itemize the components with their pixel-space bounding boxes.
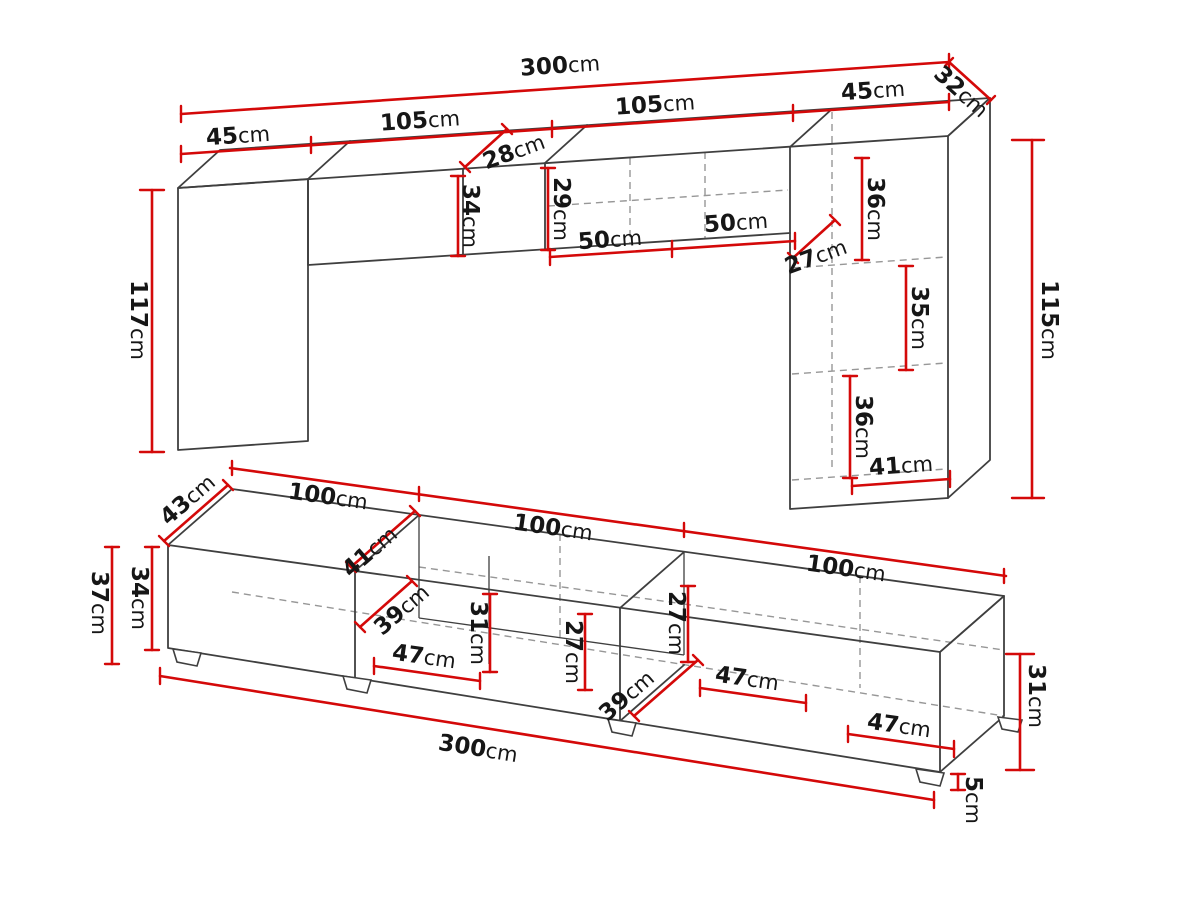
lower-unit-drawing [167,488,1024,787]
dim-label-right-cab-shelf-bottom: 36cm [850,395,876,459]
dim-label-lower-inner-width-1: 47cm [390,640,457,675]
dim-label-upper-row-height-mid: 29cm [548,177,574,241]
dim-label-lower-inner-height-3: 27cm [663,591,689,655]
dim-label-upper-shelf-width-left: 50cm [577,225,643,255]
dim-label-lower-inner-width-3: 47cm [865,709,932,744]
dim-label-upper-seg-45-left: 45cm [205,121,271,151]
dim-label-lower-seg-100-3: 100cm [805,551,888,588]
dim-label-upper-seg-105-left: 105cm [379,105,461,137]
dim-label-lower-height-body: 34cm [126,566,152,630]
dim-label-upper-width-total: 300cm [519,50,601,82]
dim-label-right-cab-shelf-mid: 35cm [906,286,932,350]
dim-label-upper-row-height-left: 34cm [457,184,483,248]
dim-label-upper-cabinet-depth: 28cm [479,129,548,175]
dim-label-lower-inner-height-1: 31cm [465,601,491,665]
dim-label-upper-seg-105-right: 105cm [614,89,696,121]
dim-label-lower-seg-100-1: 100cm [287,479,370,516]
dim-label-lower-inner-height-2: 27cm [560,620,586,684]
dim-label-lower-width-total: 300cm [436,730,519,768]
dim-label-lower-inner-width-2: 47cm [713,662,780,697]
dimension-lines [103,52,1046,810]
dim-label-right-cab-height: 115cm [1036,280,1062,360]
dim-label-upper-seg-45-right: 45cm [840,76,906,106]
dim-label-right-cab-inner-width: 41cm [868,451,934,481]
dim-label-lower-right-height: 31cm [1023,664,1049,728]
dim-label-upper-shelf-width-right: 50cm [703,208,769,238]
dim-label-lower-seg-100-2: 100cm [512,510,595,547]
dim-label-lower-foot-height: 5cm [960,776,986,824]
dim-label-lower-height-total: 37cm [86,571,112,635]
dim-label-right-cab-shelf-top: 36cm [862,177,888,241]
dim-label-left-cab-height: 117cm [125,280,151,360]
hidden-lines [231,112,1005,717]
